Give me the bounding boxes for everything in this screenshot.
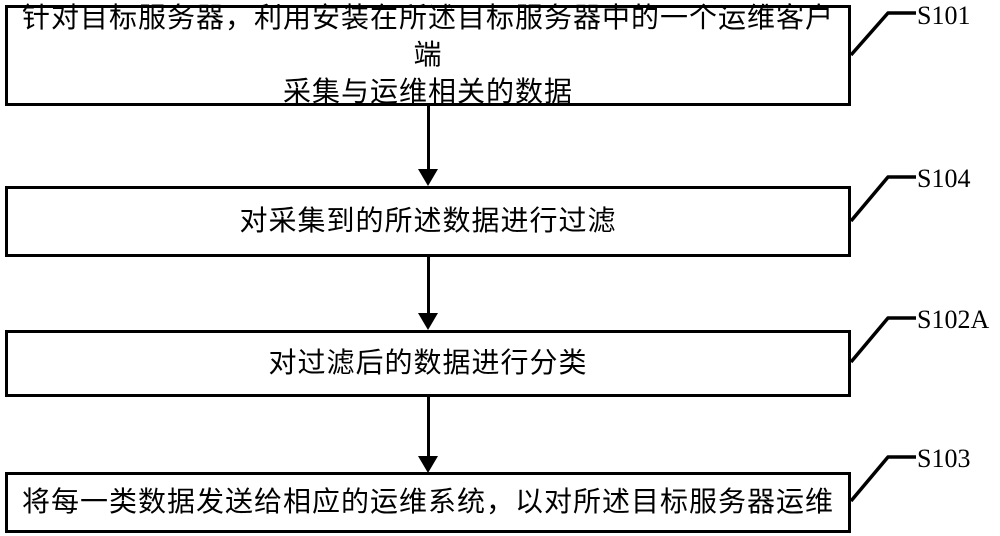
step-label-4: S103 <box>917 444 971 473</box>
flow-step-text-3: 对过滤后的数据进行分类 <box>268 348 588 379</box>
flow-step-box-2: 对采集到的所述数据进行过滤 <box>5 186 851 257</box>
down-arrow-2 <box>418 257 438 330</box>
label-connector-1 <box>849 11 916 57</box>
flow-step-text-1: 针对目标服务器，利用安装在所述目标服务器中的一个运维客户端 采集与运维相关的数据 <box>21 3 834 108</box>
arrow-shaft <box>426 397 430 456</box>
arrowhead-icon <box>418 456 438 473</box>
label-connector-3 <box>849 316 916 364</box>
label-connector-2 <box>849 175 916 223</box>
step-label-2: S104 <box>917 164 971 193</box>
arrowhead-icon <box>418 169 438 186</box>
flow-step-box-3: 对过滤后的数据进行分类 <box>5 330 851 397</box>
flow-step-box-1: 针对目标服务器，利用安装在所述目标服务器中的一个运维客户端 采集与运维相关的数据 <box>5 3 851 108</box>
flow-step-text-4: 将每一类数据发送给相应的运维系统，以对所述目标服务器运维 <box>21 487 834 518</box>
step-label-1: S101 <box>917 1 971 30</box>
arrowhead-icon <box>418 313 438 330</box>
step-label-3: S102A <box>917 305 990 334</box>
label-connector-4 <box>849 455 916 503</box>
down-arrow-3 <box>418 397 438 473</box>
flow-step-text-2: 对采集到的所述数据进行过滤 <box>239 206 617 237</box>
arrow-shaft <box>426 106 430 169</box>
down-arrow-1 <box>418 106 438 186</box>
flow-step-box-4: 将每一类数据发送给相应的运维系统，以对所述目标服务器运维 <box>5 472 851 533</box>
arrow-shaft <box>426 257 430 313</box>
